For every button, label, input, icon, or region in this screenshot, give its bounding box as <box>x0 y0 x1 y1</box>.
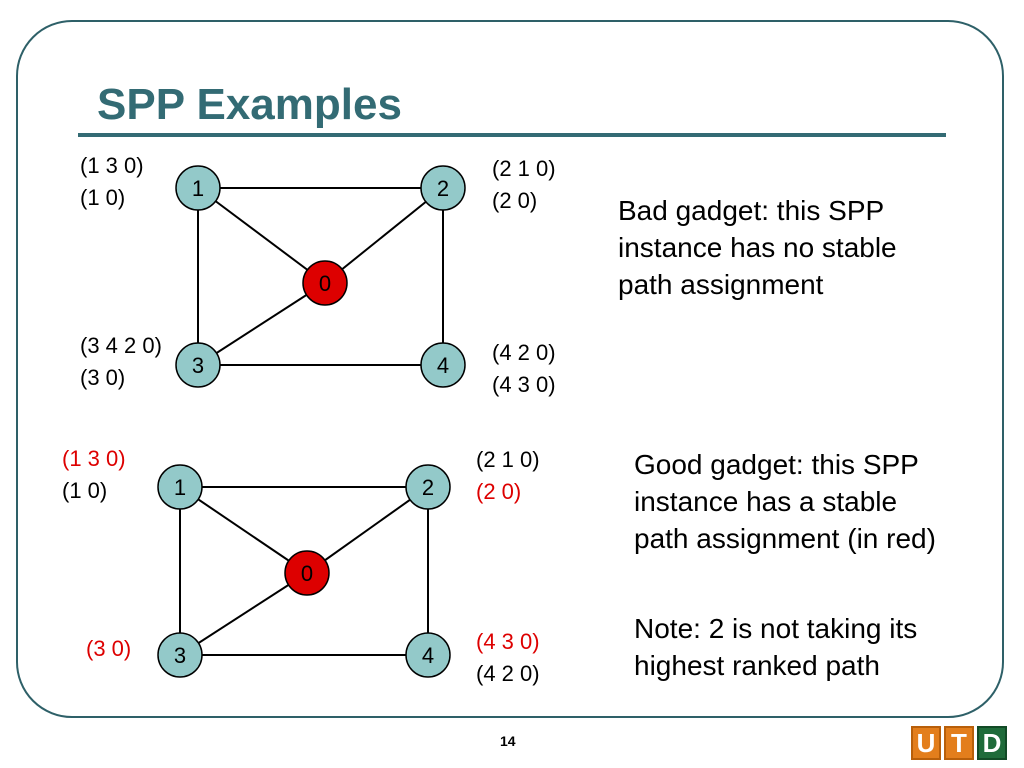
description-line: path assignment <box>618 269 824 300</box>
path-entry: (3 0) <box>80 365 126 390</box>
top-node-1: 1 <box>175 165 221 211</box>
path-entry: (1 0) <box>62 478 108 503</box>
path-entry: (4 2 0) <box>492 340 556 365</box>
path-entry: (2 0) <box>492 188 538 213</box>
top-graph-edges <box>197 187 444 366</box>
top-node-0-label: 0 <box>319 271 331 296</box>
bottom-node-3-label: 3 <box>174 643 186 668</box>
top-node-2-label: 2 <box>437 176 449 201</box>
good-gadget-description: Good gadget: this SPP instance has a sta… <box>634 446 936 557</box>
logo-letter-d: D <box>977 726 1007 760</box>
bottom-graph-edges <box>179 486 429 656</box>
bottom-node1-paths: (1 3 0) (1 0) <box>62 443 126 507</box>
title-rule <box>78 133 946 137</box>
path-entry-selected: (3 0) <box>86 636 132 661</box>
edge-2-0 <box>306 486 429 574</box>
path-entry: (1 3 0) <box>80 153 144 178</box>
bottom-node-4-label: 4 <box>422 643 434 668</box>
bottom-node-2: 2 <box>405 464 451 510</box>
bottom-node4-paths: (4 3 0) (4 2 0) <box>476 626 540 690</box>
path-entry-selected: (2 0) <box>476 479 522 504</box>
top-node1-paths: (1 3 0) (1 0) <box>80 150 144 214</box>
path-entry: (2 1 0) <box>476 447 540 472</box>
path-entry: (3 4 2 0) <box>80 333 162 358</box>
bottom-node-3: 3 <box>157 632 203 678</box>
edge-1-0 <box>197 187 326 284</box>
bottom-node-0: 0 <box>284 550 330 596</box>
top-node3-paths: (3 4 2 0) (3 0) <box>80 330 162 394</box>
bottom-node-1: 1 <box>157 464 203 510</box>
top-node-1-label: 1 <box>192 176 204 201</box>
description-line: Bad gadget: this SPP <box>618 195 885 226</box>
logo-letter-t: T <box>944 726 974 760</box>
top-node-4: 4 <box>420 342 466 388</box>
path-entry: (4 2 0) <box>476 661 540 686</box>
note-line: Note: 2 is not taking its <box>634 613 918 644</box>
slide-frame <box>16 20 1004 718</box>
description-line: instance has no stable <box>618 232 897 263</box>
note-text: Note: 2 is not taking its highest ranked… <box>634 610 917 684</box>
top-node-3: 3 <box>175 342 221 388</box>
path-entry-selected: (4 3 0) <box>476 629 540 654</box>
note-line: highest ranked path <box>634 650 880 681</box>
edge-3-0 <box>179 572 308 656</box>
path-entry-selected: (1 3 0) <box>62 446 126 471</box>
top-node-4-label: 4 <box>437 353 449 378</box>
top-node-0: 0 <box>302 260 348 306</box>
top-node4-paths: (4 2 0) (4 3 0) <box>492 337 556 401</box>
bottom-node-1-label: 1 <box>174 475 186 500</box>
slide-title: SPP Examples <box>97 80 402 129</box>
path-entry: (4 3 0) <box>492 372 556 397</box>
path-entry: (1 0) <box>80 185 126 210</box>
top-node2-paths: (2 1 0) (2 0) <box>492 153 556 217</box>
bottom-node3-paths: (3 0) <box>86 633 131 665</box>
top-node-2: 2 <box>420 165 466 211</box>
bottom-node-2-label: 2 <box>422 475 434 500</box>
utd-logo: U T D <box>911 726 1007 760</box>
edge-3-0 <box>197 282 326 366</box>
description-line: Good gadget: this SPP <box>634 449 919 480</box>
edge-2-0 <box>324 187 444 284</box>
bad-gadget-description: Bad gadget: this SPP instance has no sta… <box>618 192 897 303</box>
top-node-3-label: 3 <box>192 353 204 378</box>
edge-1-0 <box>179 486 308 574</box>
description-line: path assignment (in red) <box>634 523 936 554</box>
logo-letter-u: U <box>911 726 941 760</box>
bottom-node-0-label: 0 <box>301 561 313 586</box>
bottom-node2-paths: (2 1 0) (2 0) <box>476 444 540 508</box>
bottom-node-4: 4 <box>405 632 451 678</box>
page-number: 14 <box>500 733 516 749</box>
path-entry: (2 1 0) <box>492 156 556 181</box>
description-line: instance has a stable <box>634 486 898 517</box>
